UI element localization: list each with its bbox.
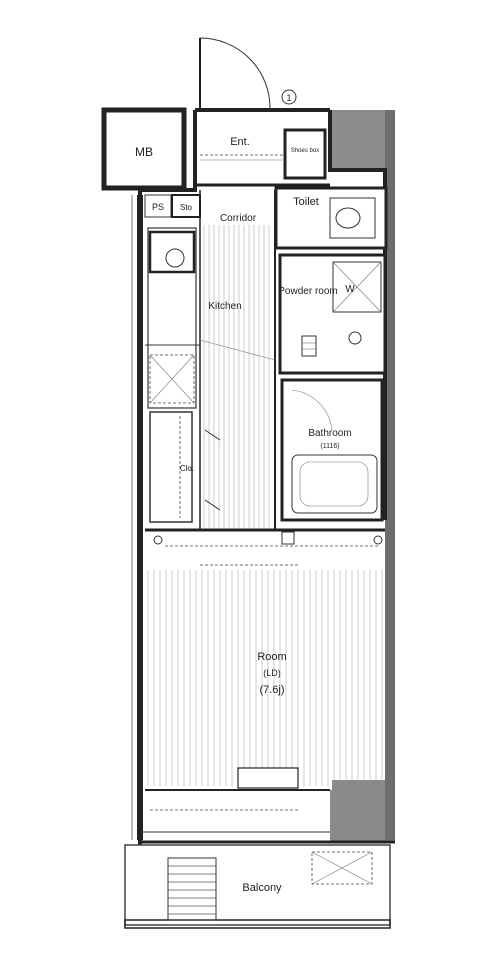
closet bbox=[149, 411, 193, 523]
corridor-label: Corridor bbox=[220, 213, 257, 224]
ps-label: PS bbox=[152, 202, 164, 212]
exterior-wall-right bbox=[385, 110, 395, 840]
bathroom bbox=[280, 378, 384, 522]
bathroom-label: Bathroom bbox=[308, 428, 351, 439]
powder-room-label: Powder room bbox=[278, 286, 337, 297]
entrance-marker-circle bbox=[281, 89, 297, 105]
bathroom-size-label: (1116) bbox=[320, 443, 339, 450]
kitchen-counter bbox=[147, 227, 197, 409]
room-floor-label: (LD) bbox=[263, 668, 281, 678]
balcony-ladder bbox=[167, 857, 217, 921]
stove-icon bbox=[165, 248, 185, 268]
washer-space bbox=[332, 261, 382, 313]
shoes-box bbox=[283, 128, 327, 180]
kitchen-floor-hatch bbox=[203, 225, 270, 528]
exterior-shade-lower bbox=[332, 780, 392, 842]
sto-label: Sto bbox=[180, 203, 193, 212]
room-floor-hatch bbox=[147, 570, 383, 786]
balcony-label: Balcony bbox=[242, 882, 282, 894]
entrance-marker-label: 1 bbox=[286, 93, 291, 103]
closet-label: Clo. bbox=[180, 464, 194, 473]
room-label: Room bbox=[257, 651, 286, 663]
toilet-label: Toilet bbox=[293, 196, 319, 208]
kitchen-label: Kitchen bbox=[208, 301, 241, 312]
room-size-label: (7.6j) bbox=[259, 684, 284, 696]
entrance-door bbox=[199, 37, 271, 109]
washer-label: W bbox=[345, 284, 355, 295]
entrance-label: Ent. bbox=[230, 136, 250, 148]
shoes-box-label: Shoes box bbox=[291, 148, 319, 154]
mb-label: MB bbox=[135, 145, 153, 159]
toilet-bowl bbox=[335, 207, 361, 229]
bathtub bbox=[291, 454, 378, 514]
outdoor-unit bbox=[311, 851, 373, 885]
